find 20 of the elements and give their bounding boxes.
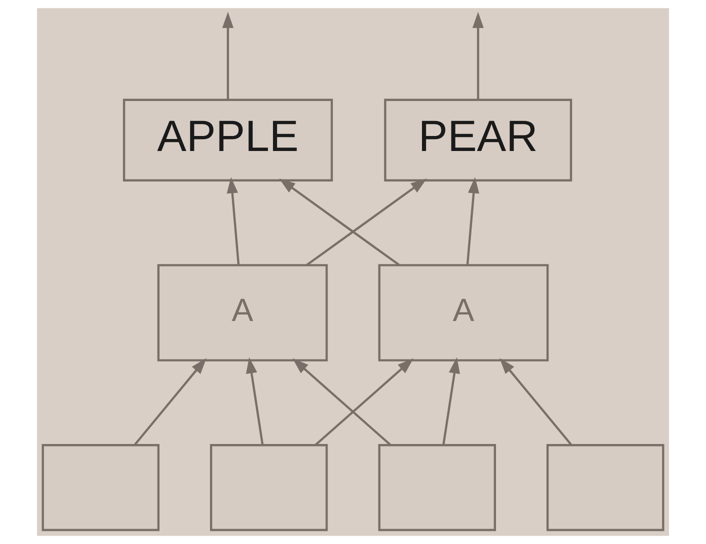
node-box: [42, 444, 160, 532]
arrow: [222, 12, 234, 100]
arrow: [306, 178, 427, 266]
arrow: [134, 358, 206, 446]
node-box: [546, 444, 664, 532]
arrow: [472, 12, 484, 100]
arrow: [442, 357, 460, 446]
arrow: [292, 358, 392, 446]
node-box: A: [378, 264, 549, 362]
node-box: PEAR: [384, 98, 572, 182]
node-box: APPLE: [122, 98, 333, 182]
arrow: [246, 357, 264, 446]
node-box: [210, 444, 328, 532]
arrow: [500, 358, 572, 446]
arrow: [226, 177, 240, 266]
arrow: [279, 178, 400, 266]
node-box: A: [157, 264, 328, 362]
arrow: [466, 177, 480, 266]
node-box: [378, 444, 496, 532]
arrow: [314, 358, 414, 446]
